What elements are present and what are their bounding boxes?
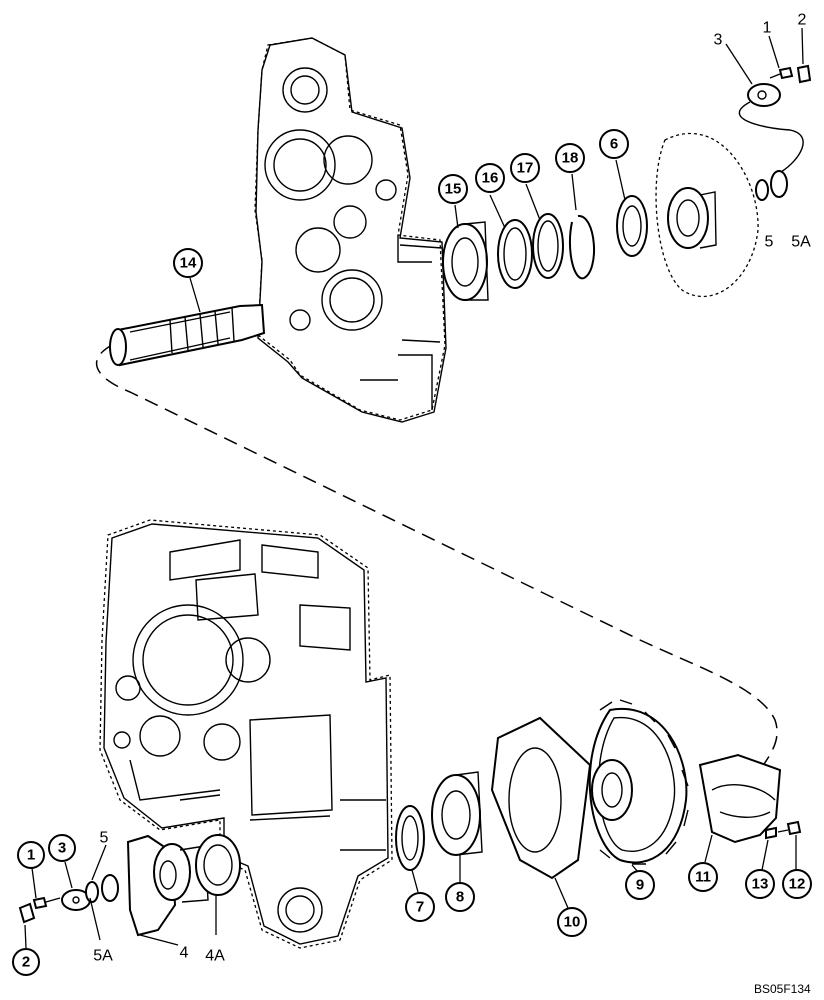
output-yoke-4 <box>126 834 209 937</box>
upper-o-ring-5 <box>755 179 769 201</box>
lower-bolt-1 <box>32 896 61 910</box>
label-3-top: 3 <box>714 32 723 49</box>
svg-text:3: 3 <box>58 840 66 857</box>
shaft-route-dashed-line <box>95 344 778 771</box>
main-transmission-housing <box>99 519 393 949</box>
gasket-plate-10 <box>490 716 592 880</box>
gear-cover-11 <box>698 753 782 844</box>
callout-15: 15 <box>438 174 468 204</box>
callout-12: 12 <box>782 869 812 899</box>
lower-bearing-8 <box>431 771 483 856</box>
lower-lock-plate-2 <box>18 902 36 924</box>
callout-9: 9 <box>625 870 655 900</box>
upper-o-ring-5a <box>770 170 788 198</box>
callout-18: 18 <box>555 143 585 173</box>
svg-text:9: 9 <box>636 877 644 894</box>
seal-4a <box>195 834 241 896</box>
callout-10: 10 <box>557 907 587 937</box>
upper-bearing-15 <box>442 221 489 301</box>
svg-text:2: 2 <box>22 954 30 971</box>
label-4a: 4A <box>205 948 225 965</box>
callout-6: 6 <box>599 129 629 159</box>
cap-screw-12 <box>777 820 802 836</box>
lower-o-ring-5 <box>85 881 99 903</box>
callout-3-bottom: 3 <box>48 834 76 862</box>
callout-14: 14 <box>173 248 203 278</box>
label-2-top: 2 <box>798 12 807 29</box>
label-1-top: 1 <box>763 20 772 37</box>
upper-bolt-1 <box>769 66 794 80</box>
svg-text:7: 7 <box>416 899 424 916</box>
svg-text:8: 8 <box>456 889 464 906</box>
leader-lines <box>24 27 804 949</box>
svg-text:6: 6 <box>610 136 618 153</box>
upper-gear-flange <box>655 132 759 298</box>
svg-text:11: 11 <box>695 869 711 886</box>
label-5-bottom: 5 <box>100 830 109 847</box>
svg-text:18: 18 <box>562 150 579 167</box>
label-5a-top: 5A <box>791 234 811 251</box>
upper-seal-6 <box>616 195 648 257</box>
figure-reference: BS05F134 <box>754 982 811 996</box>
callout-2-bottom: 2 <box>12 948 40 976</box>
svg-text:15: 15 <box>445 181 462 198</box>
svg-text:12: 12 <box>789 876 806 893</box>
callout-7: 7 <box>405 892 435 922</box>
svg-text:17: 17 <box>517 160 534 177</box>
lower-spacer-7 <box>395 805 425 871</box>
upper-ring-17 <box>532 213 564 279</box>
upper-retainer-plate-3 <box>747 83 781 107</box>
svg-text:13: 13 <box>752 876 769 893</box>
svg-text:10: 10 <box>564 914 581 931</box>
callout-8: 8 <box>445 882 475 912</box>
label-4: 4 <box>180 945 189 962</box>
callout-17: 17 <box>510 153 540 183</box>
upper-lock-plate-2 <box>796 64 812 84</box>
callout-1-bottom: 1 <box>17 841 45 869</box>
upper-ring-16 <box>497 219 533 289</box>
svg-text:1: 1 <box>27 847 35 864</box>
callout-13: 13 <box>745 869 775 899</box>
output-gear-9 <box>588 699 689 865</box>
callout-11: 11 <box>688 862 718 892</box>
input-shaft <box>109 303 266 367</box>
label-5a-bottom: 5A <box>93 948 113 965</box>
callout-16: 16 <box>475 163 505 193</box>
label-5-top: 5 <box>765 234 774 251</box>
svg-text:16: 16 <box>482 170 499 187</box>
upper-housing-plate <box>254 37 447 423</box>
upper-snap-ring-18 <box>568 214 595 280</box>
lower-o-ring-5a <box>101 874 119 902</box>
lock-washer-13 <box>765 826 777 840</box>
svg-text:14: 14 <box>180 255 197 272</box>
